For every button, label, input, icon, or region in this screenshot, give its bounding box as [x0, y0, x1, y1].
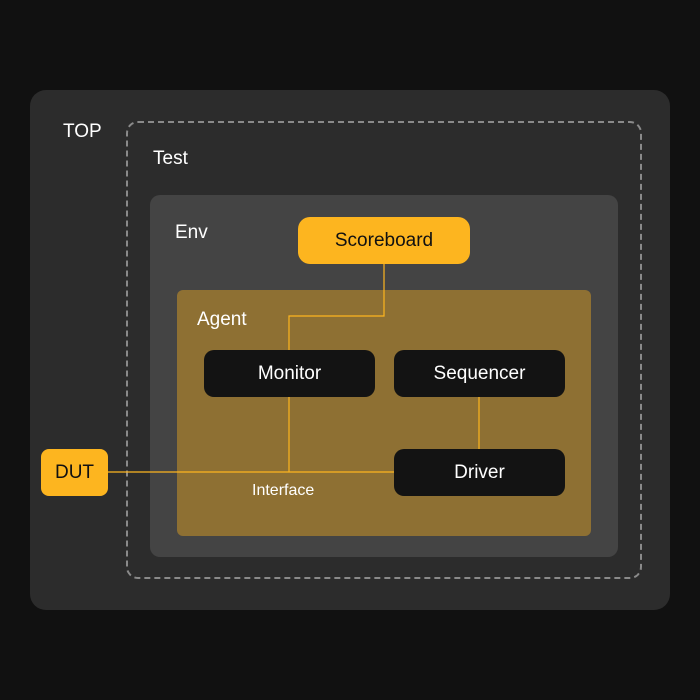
- scoreboard-block[interactable]: Scoreboard: [298, 217, 470, 264]
- monitor-block[interactable]: Monitor: [204, 350, 375, 397]
- test-label: Test: [153, 148, 188, 169]
- sequencer-block[interactable]: Sequencer: [394, 350, 565, 397]
- test-container: [126, 121, 642, 579]
- dut-block[interactable]: DUT: [41, 449, 108, 496]
- top-label: TOP: [63, 121, 102, 142]
- interface-label: Interface: [252, 482, 315, 499]
- agent-label: Agent: [197, 309, 247, 330]
- driver-block[interactable]: Driver: [394, 449, 565, 496]
- env-label: Env: [175, 222, 208, 243]
